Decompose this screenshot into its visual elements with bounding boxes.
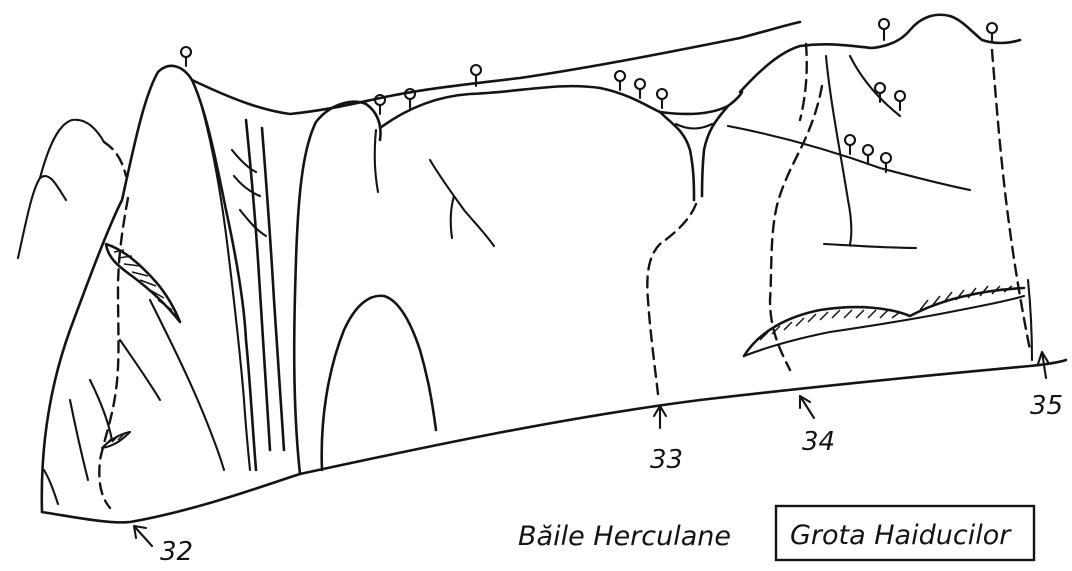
route-number-35: 35	[1030, 391, 1063, 421]
tree-icon	[373, 93, 387, 116]
rock-cracks	[68, 54, 972, 482]
arrow-33-icon	[652, 404, 668, 430]
route-number-34: 34	[802, 427, 835, 457]
arrow-34-icon	[798, 394, 816, 420]
tree-icon	[179, 45, 193, 68]
tree-icon	[633, 77, 647, 100]
tree-icon	[877, 17, 891, 42]
route-arrows	[132, 350, 1050, 548]
route-line-34	[768, 84, 824, 372]
route-number-32: 32	[160, 537, 193, 567]
tree-icon	[985, 21, 999, 44]
rock-outline	[16, 13, 1068, 524]
tree-icon	[873, 81, 887, 104]
route-line-33	[646, 202, 698, 396]
arrow-35-icon	[1036, 350, 1050, 380]
tree-symbols	[179, 17, 999, 174]
tree-icon	[613, 69, 627, 92]
tree-icon	[861, 143, 875, 166]
arrow-32-icon	[132, 524, 154, 548]
site-name-label: Grota Haiducilor	[790, 520, 1012, 551]
location-label: Băile Herculane	[518, 521, 731, 552]
site-name-box	[774, 504, 1036, 562]
route-line-32	[98, 196, 130, 510]
route-line-35	[990, 48, 1032, 352]
hatched-ledges	[100, 242, 1026, 450]
tree-icon	[403, 87, 417, 110]
route-number-33: 33	[650, 445, 683, 475]
tree-icon	[655, 87, 669, 110]
tree-icon	[843, 133, 857, 156]
tree-icon	[893, 89, 907, 112]
tree-icon	[879, 151, 893, 174]
tree-icon	[469, 63, 483, 88]
caption: Băile Herculane Grota Haiducilor	[518, 504, 1036, 562]
climbing-routes	[98, 42, 1032, 510]
